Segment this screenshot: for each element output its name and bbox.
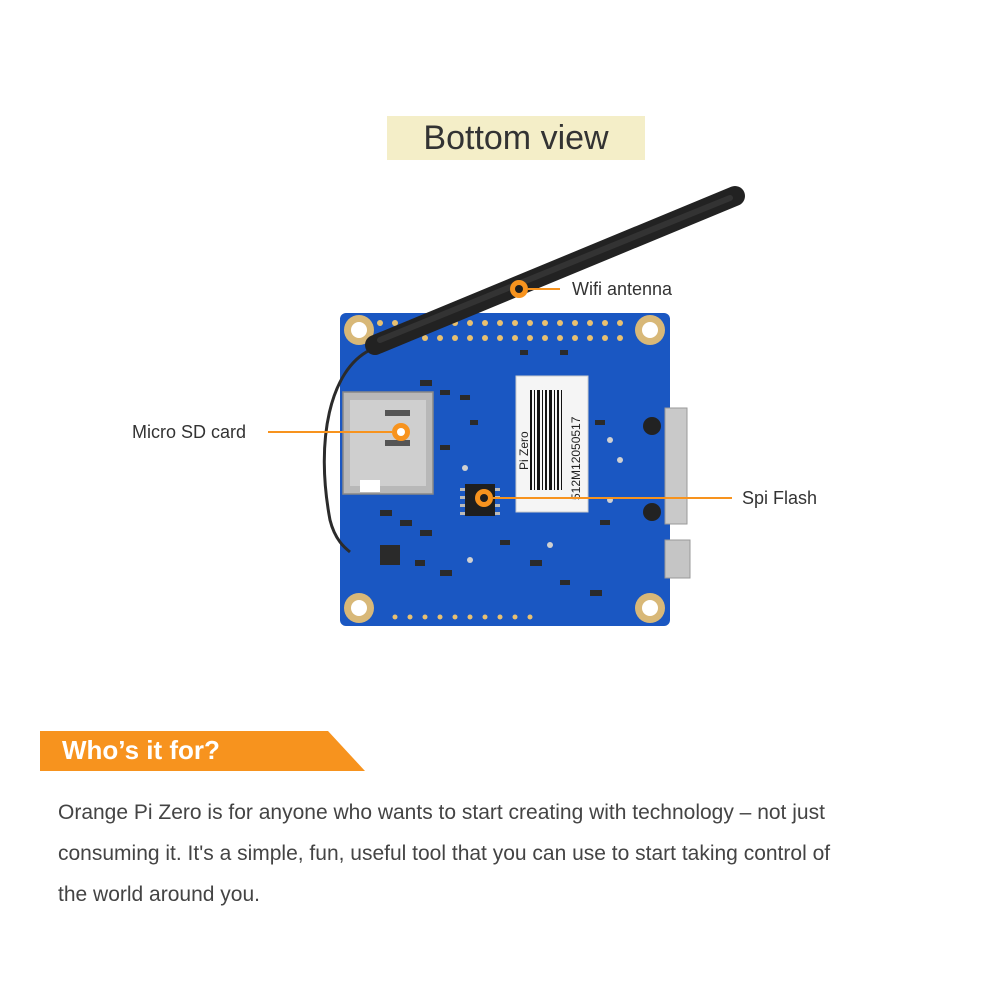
- description-line-1: Orange Pi Zero is for anyone who wants t…: [58, 801, 825, 824]
- callout-wifi-marker: [510, 280, 560, 298]
- description: Orange Pi Zero is for anyone who wants t…: [58, 792, 938, 915]
- page-title: Bottom view: [423, 118, 609, 157]
- smd-components: [380, 350, 610, 596]
- section-heading: Who’s it for?: [62, 735, 220, 765]
- board-illustration: Pi Zero 512M12050517: [268, 186, 745, 626]
- bottom-pins: [392, 614, 533, 620]
- section-banner: [40, 731, 365, 771]
- spi-flash-label: Spi Flash: [742, 488, 818, 508]
- micro-sd-slot: [342, 391, 434, 495]
- section-title-box: Bottom view: [387, 116, 645, 160]
- callout-spi-marker: [475, 489, 732, 507]
- description-line-2: consuming it. It's a simple, fun, useful…: [58, 842, 831, 865]
- description-line-3: the world around you.: [58, 883, 260, 906]
- callout-sd-marker: [268, 423, 410, 441]
- micro-sd-label: Micro SD card: [132, 422, 247, 442]
- id-sticker: Pi Zero 512M12050517: [515, 375, 589, 513]
- sticker-line-2: 512M12050517: [569, 416, 583, 500]
- wifi-antenna-label: Wifi antenna: [572, 279, 673, 299]
- mounting-holes: [344, 315, 665, 623]
- usb-connector: [664, 539, 691, 579]
- sticker-line-1: Pi Zero: [517, 431, 531, 470]
- antenna-cable: [322, 348, 371, 554]
- wifi-antenna: [365, 186, 745, 355]
- ethernet-connector: [625, 400, 688, 530]
